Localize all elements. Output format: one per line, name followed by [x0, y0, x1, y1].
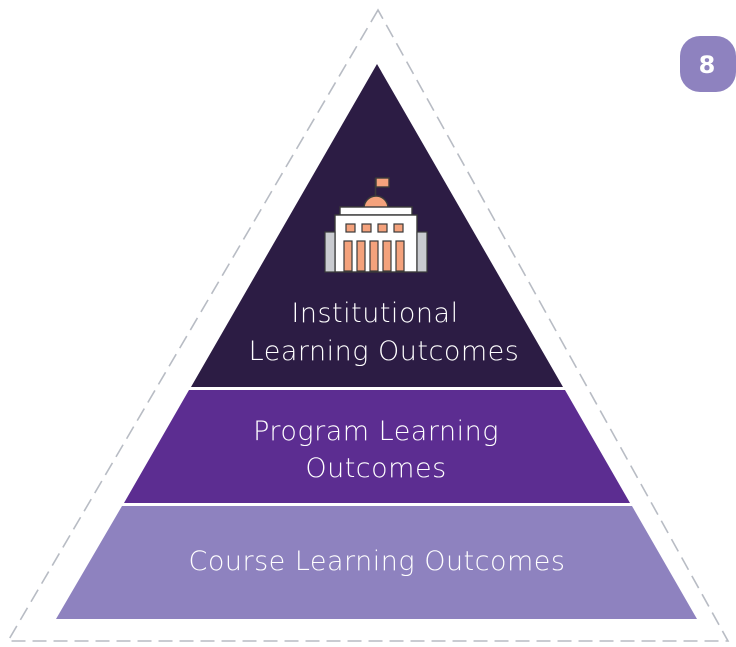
step-number-text: 8 — [699, 51, 716, 79]
step-number-badge-bg — [680, 36, 736, 92]
pyramid-dashed-outline — [6, 8, 730, 642]
tier-institutional-label-line-1: Institutional — [291, 298, 458, 329]
step-number-badge: 8 — [680, 36, 736, 92]
tier-program-shape — [124, 390, 630, 503]
tier-program-label-line-1: Program Learning — [253, 416, 499, 447]
tier-institutional-label-line-2: Learning Outcomes — [249, 336, 520, 367]
tier-course-label: Course Learning Outcomes — [188, 546, 565, 577]
institution-building-icon — [324, 177, 428, 273]
tier-program-label-line-2: Outcomes — [305, 453, 446, 484]
tier-course-shape — [56, 506, 697, 619]
